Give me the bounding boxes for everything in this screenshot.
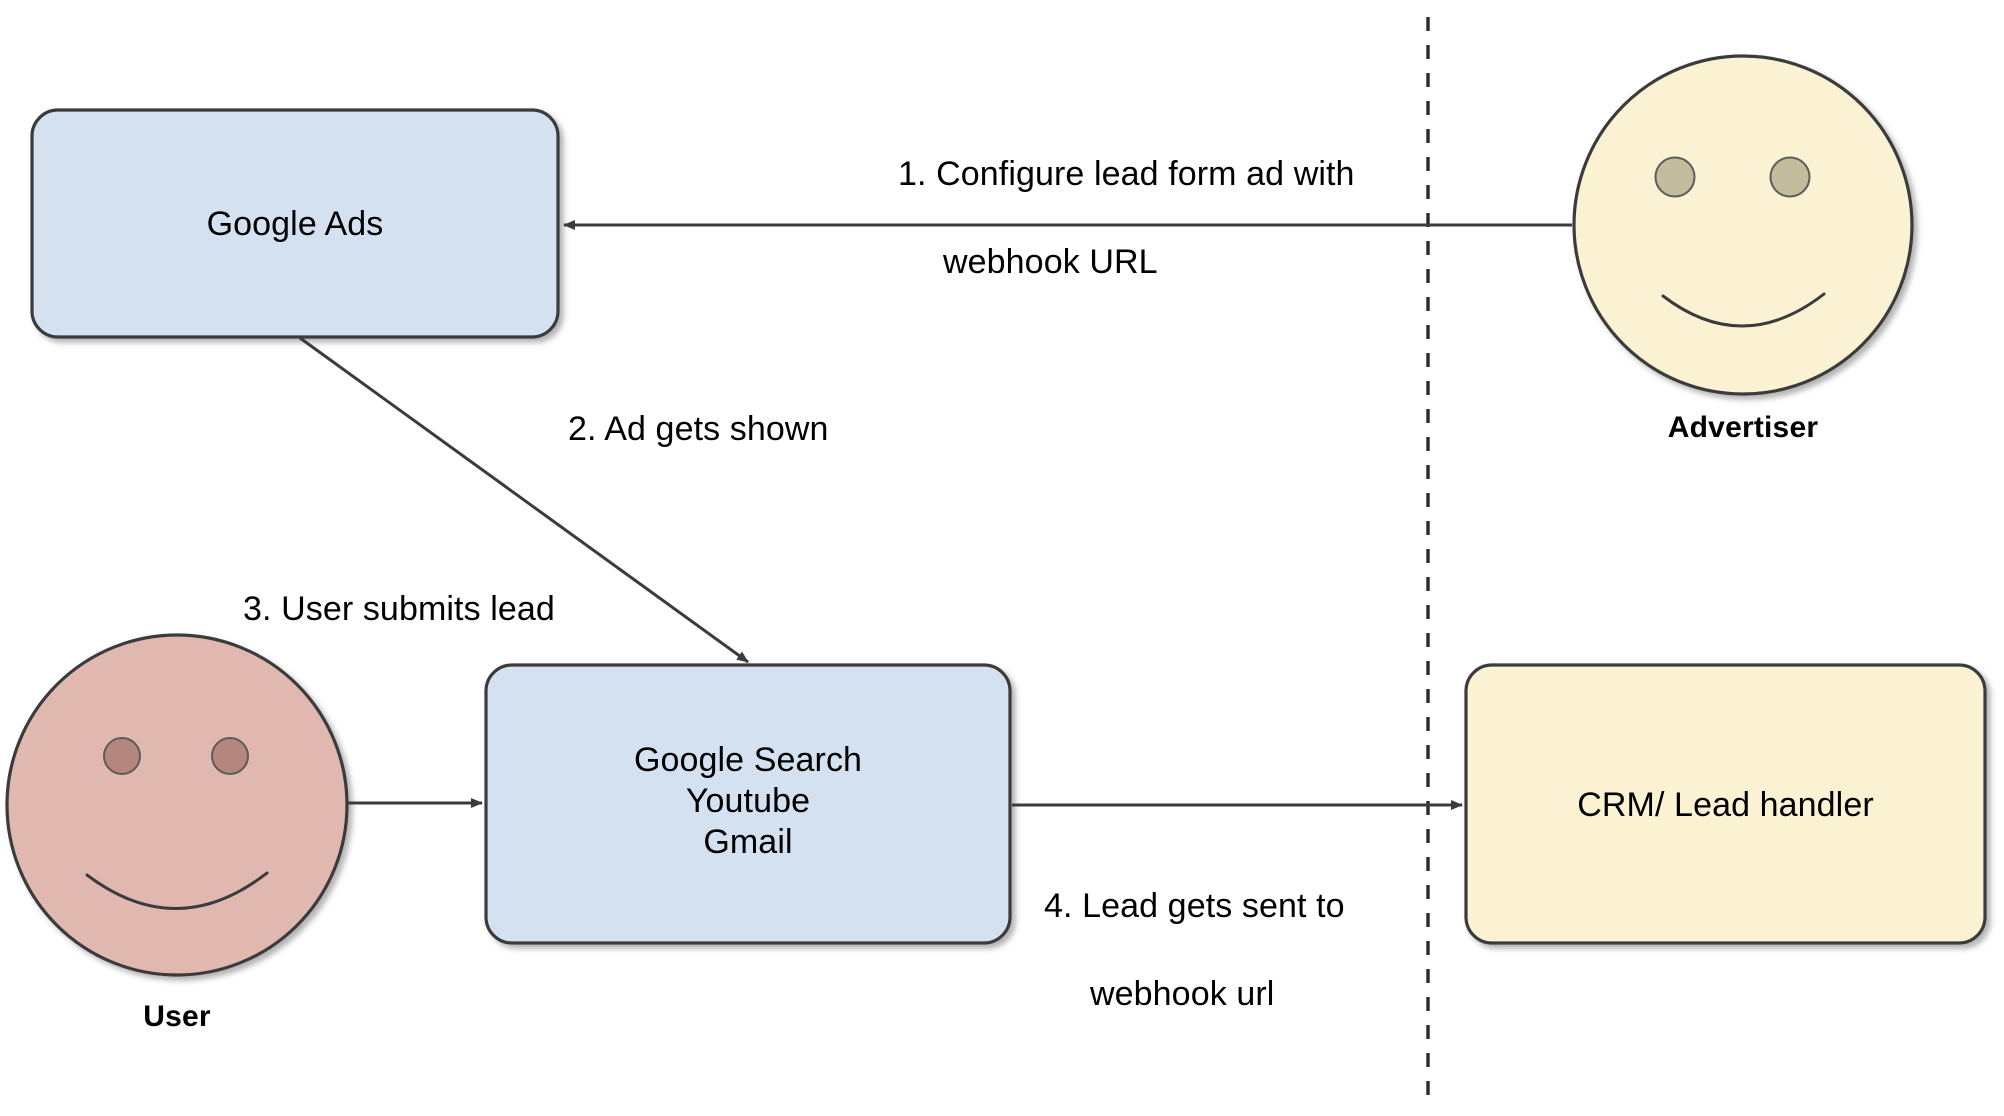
user-caption: User — [143, 1000, 211, 1033]
edge-3-label: 3. User submits lead — [243, 590, 555, 628]
node-crm[interactable] — [1464, 663, 1987, 945]
node-advertiser[interactable] — [1572, 54, 1914, 396]
edge-2-line[interactable] — [299, 336, 749, 664]
edge-1-label-line2: webhook URL — [943, 243, 1158, 281]
edge-1-label-line1: 1. Configure lead form ad with — [898, 155, 1355, 193]
user-right-eye-icon — [211, 737, 249, 775]
user-left-eye-icon — [103, 737, 141, 775]
edge-4-label: 4. Lead gets sent to webhook url — [1044, 840, 1464, 1060]
user-smile-icon — [85, 871, 269, 910]
node-google-surfaces-shape[interactable] — [484, 663, 1012, 945]
node-google-surfaces[interactable] — [484, 663, 1012, 945]
advertiser-left-eye-icon — [1654, 156, 1696, 198]
edge-2-label: 2. Ad gets shown — [568, 410, 829, 448]
node-user[interactable] — [5, 633, 349, 977]
edge-4-label-line2: webhook url — [1090, 975, 1275, 1013]
advertiser-caption: Advertiser — [1667, 411, 1819, 444]
advertiser-face-circle[interactable] — [1572, 54, 1914, 396]
edge-1-label: 1. Configure lead form ad with webhook U… — [898, 108, 1418, 328]
node-google-ads[interactable] — [30, 108, 560, 339]
edge-4-label-line1: 4. Lead gets sent to — [1044, 887, 1345, 925]
advertiser-smile-icon — [1661, 292, 1826, 328]
node-crm-shape[interactable] — [1464, 663, 1987, 945]
advertiser-right-eye-icon — [1769, 156, 1811, 198]
node-google-ads-shape[interactable] — [30, 108, 560, 339]
user-face-circle[interactable] — [5, 633, 349, 977]
